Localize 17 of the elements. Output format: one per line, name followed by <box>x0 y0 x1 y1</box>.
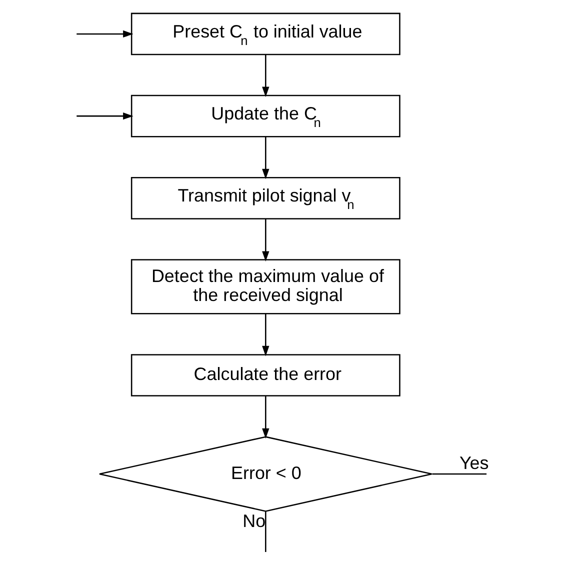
arrow <box>262 136 269 180</box>
node-box: Transmit pilot signal v$_{n}$ <box>130 177 400 220</box>
arrow <box>262 314 269 356</box>
edge-label: Yes <box>458 453 488 474</box>
arrow <box>76 112 133 120</box>
node-box: Update the C$_{n}$ <box>130 94 400 138</box>
arrow <box>262 218 269 262</box>
node-box: Detect the maximum value of the received signal <box>130 259 400 314</box>
arrow <box>262 54 269 98</box>
node-box: Calculate the error <box>130 354 400 396</box>
node-diamond: Error < 0 <box>98 436 432 512</box>
arrow <box>262 396 269 439</box>
arrow <box>76 30 133 38</box>
node-box: Preset C$_{n}$ to initial value <box>130 12 400 56</box>
connector <box>264 512 266 552</box>
edge-label: No <box>242 510 266 531</box>
connector <box>432 473 486 475</box>
